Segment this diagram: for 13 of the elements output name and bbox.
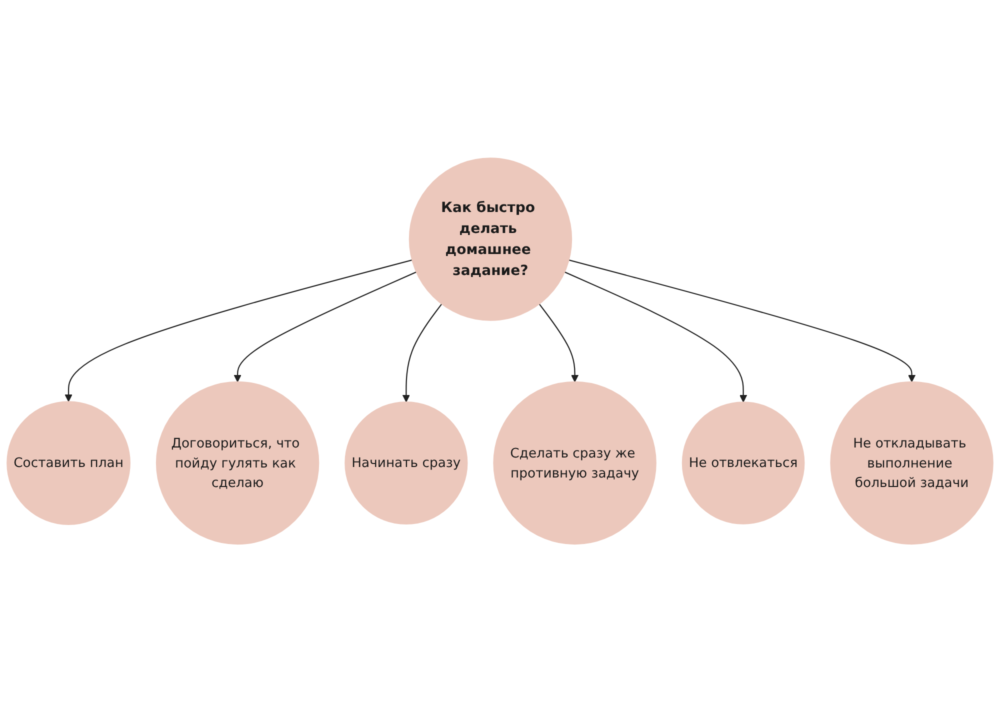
node-circle: Сделать сразу же противную задачу bbox=[493, 382, 656, 546]
node-circle: Не откладывать выполнение большой задачи bbox=[830, 382, 994, 546]
node-circle: Начинать сразу bbox=[344, 402, 468, 525]
node-circle: Составить план bbox=[6, 401, 130, 526]
arrow bbox=[568, 260, 916, 383]
node-circle: Не отвлекаться bbox=[682, 402, 805, 525]
node-circle: Договориться, что пойду гулять как сделаю bbox=[156, 382, 320, 546]
arrow bbox=[538, 304, 579, 383]
arrow bbox=[402, 304, 442, 403]
arrow bbox=[564, 272, 748, 403]
arrow bbox=[64, 260, 412, 402]
arrow bbox=[234, 272, 416, 383]
node-circle: Как быстро делать домашнее задание? bbox=[408, 158, 572, 322]
